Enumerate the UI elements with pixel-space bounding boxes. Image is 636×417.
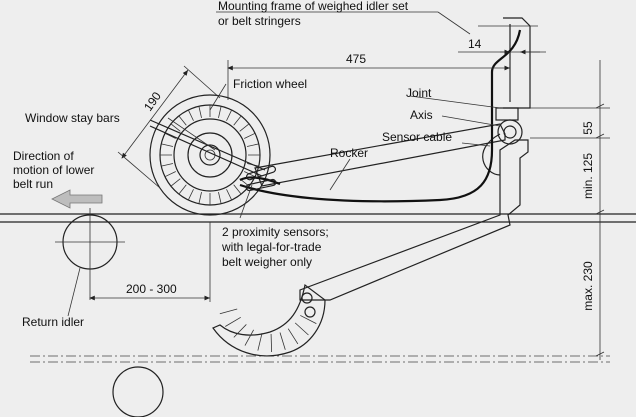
lower-belt — [0, 213, 636, 223]
direction-arrow-icon — [51, 189, 103, 209]
proximity-sensors — [245, 165, 277, 192]
label-return-idler: Return idler — [22, 315, 84, 329]
label-direction-2: motion of lower — [13, 163, 94, 177]
dimension-475: 475 — [227, 52, 511, 100]
label-mounting-frame-1: Mounting frame of weighed idler set — [218, 0, 409, 13]
dimension-200-300-label: 200 - 300 — [126, 282, 177, 296]
return-idler-lower — [112, 366, 164, 417]
dimension-200-300: 200 - 300 — [89, 222, 211, 302]
mounting-frame — [478, 17, 538, 109]
dimension-190-label: 190 — [141, 89, 164, 114]
reference-lines — [30, 355, 610, 363]
labels: Mounting frame of weighed idler set or b… — [13, 0, 452, 329]
label-friction-wheel: Friction wheel — [233, 77, 307, 91]
rocker-arm — [254, 123, 506, 187]
label-sensor-cable: Sensor cable — [382, 130, 452, 144]
label-proximity-3: belt weigher only — [222, 255, 312, 269]
return-idler-upper — [55, 208, 125, 300]
label-window-stay-bars: Window stay bars — [25, 111, 120, 125]
rocker-axis — [495, 107, 523, 145]
dimension-14: 14 — [458, 37, 546, 55]
dimension-verticals: 55 min. 125 max. 230 — [530, 60, 610, 360]
friction-wheel — [149, 94, 271, 216]
dimension-125-label: min. 125 — [581, 153, 595, 199]
label-direction-1: Direction of — [13, 149, 74, 163]
label-joint: Joint — [406, 86, 432, 100]
sensor-pad — [212, 283, 326, 357]
leader-lines — [67, 11, 501, 317]
dimension-230-label: max. 230 — [581, 261, 595, 311]
label-rocker: Rocker — [330, 146, 368, 160]
dimension-55-label: 55 — [581, 121, 595, 135]
sensor-cable — [239, 29, 522, 203]
label-mounting-frame-2: or belt stringers — [218, 14, 301, 28]
label-direction-3: belt run — [13, 177, 53, 191]
dimension-475-label: 475 — [346, 52, 366, 66]
dimension-14-label: 14 — [468, 37, 482, 51]
label-proximity-1: 2 proximity sensors; — [222, 225, 329, 239]
lower-swing-arm — [299, 139, 529, 301]
label-axis: Axis — [410, 108, 433, 122]
label-proximity-2: with legal-for-trade — [221, 240, 322, 254]
